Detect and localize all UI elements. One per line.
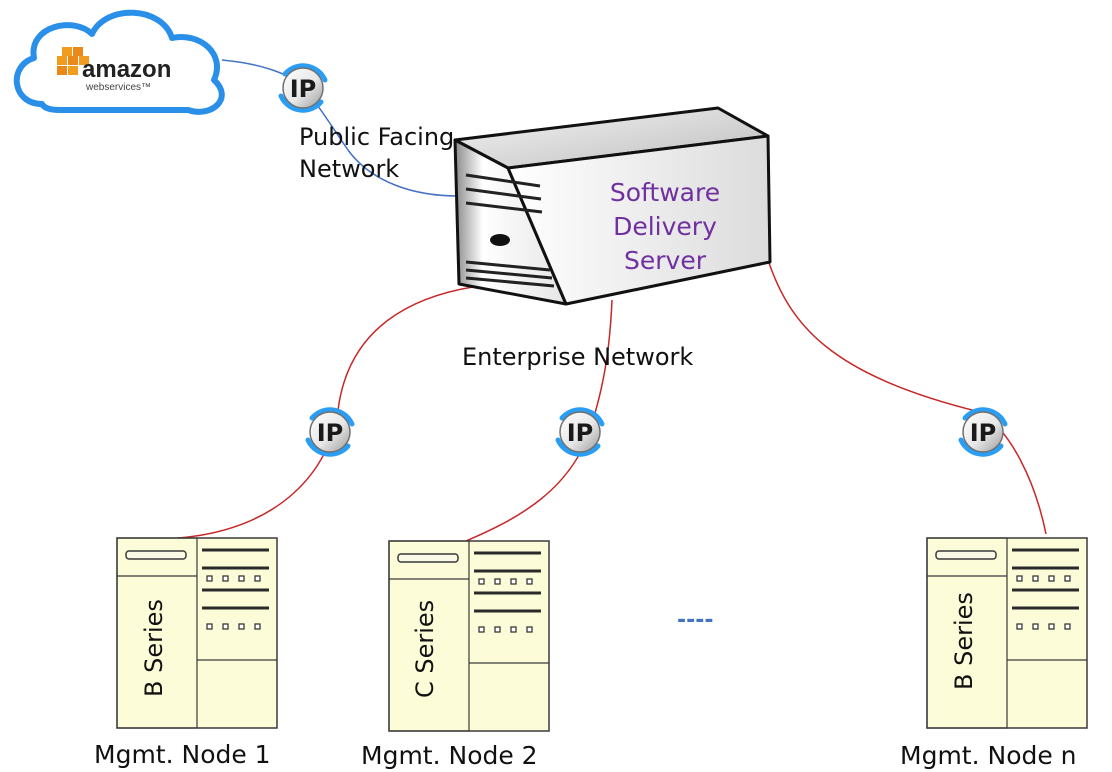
- aws-logo-cubes-icon: [57, 47, 89, 75]
- more-nodes-ellipsis: ----: [677, 608, 714, 633]
- software-delivery-server-icon: [453, 106, 772, 306]
- node-series-label: B Series: [140, 599, 168, 697]
- svg-text:IP: IP: [317, 419, 344, 447]
- ip-badge-icon: IP: [961, 410, 1005, 454]
- enterprise-link-node-n: [767, 259, 1047, 535]
- enterprise-network-label: Enterprise Network: [462, 343, 694, 371]
- svg-text:IP: IP: [970, 419, 997, 447]
- rack-server-icon: [116, 537, 278, 729]
- node-name-label: Mgmt. Node 2: [361, 741, 538, 770]
- aws-subtitle-text: webservices™: [85, 82, 151, 93]
- node-series-label: B Series: [950, 592, 978, 690]
- svg-text:IP: IP: [567, 419, 594, 447]
- rack-server-icon: [926, 537, 1088, 729]
- aws-cloud-icon: [13, 9, 225, 115]
- aws-brand-text: amazon: [82, 56, 171, 83]
- node-name-label: Mgmt. Node n: [900, 741, 1077, 770]
- ip-badge-icon: IP: [308, 410, 352, 454]
- node-series-label: C Series: [411, 599, 439, 698]
- ip-badge-icon: IP: [281, 66, 325, 110]
- node-name-label: Mgmt. Node 1: [94, 740, 271, 769]
- rack-server-icon: [388, 540, 550, 732]
- ip-badge-icon: IP: [558, 410, 602, 454]
- public-network-link: [221, 59, 459, 197]
- server-label: Software Delivery Server: [609, 178, 721, 275]
- public-network-label: Public Facing Network: [299, 123, 455, 183]
- svg-text:IP: IP: [290, 75, 317, 103]
